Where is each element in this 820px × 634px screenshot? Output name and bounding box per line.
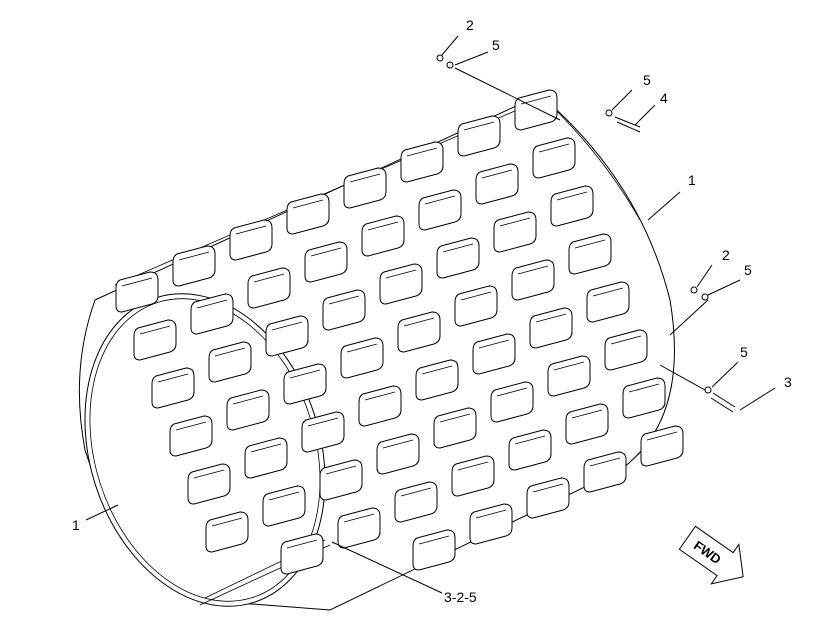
callout-5-top: 5	[492, 37, 500, 53]
tamping-pad	[247, 267, 291, 309]
callout-5-right: 5	[643, 72, 651, 88]
callout-3: 3	[784, 374, 792, 390]
tamping-pad	[454, 285, 498, 327]
tamping-pad	[415, 359, 459, 401]
tamping-pad	[565, 403, 609, 445]
tamping-pad	[343, 167, 387, 209]
tamping-pad	[358, 385, 402, 427]
tamping-pad	[115, 271, 159, 313]
tamping-pad	[280, 533, 324, 575]
tamping-pad	[397, 311, 441, 353]
tamping-pad	[322, 289, 366, 331]
bolt-low	[704, 386, 736, 413]
tamping-pad	[304, 241, 348, 283]
tamping-pad	[394, 481, 438, 523]
tamping-pad	[586, 281, 630, 323]
tamping-pad	[169, 415, 213, 457]
tamping-pad	[205, 511, 249, 553]
callout-5-low: 5	[740, 344, 748, 360]
tamping-pad	[301, 411, 345, 453]
callout-4: 4	[660, 90, 668, 106]
callout-3-2-5: 3-2-5	[444, 589, 477, 605]
tamping-pad	[151, 367, 195, 409]
tamping-pad	[433, 407, 477, 449]
tamping-pad	[340, 337, 384, 379]
fwd-arrow-icon: FWD	[678, 525, 744, 585]
tamping-pad	[493, 211, 537, 253]
tamping-pads	[115, 89, 684, 575]
drum-end-opening	[84, 293, 331, 607]
tamping-pad	[400, 141, 444, 183]
tamping-pad	[337, 507, 381, 549]
callout-1-left: 1	[72, 517, 80, 533]
tamping-pad	[529, 307, 573, 349]
tamping-pad	[475, 163, 519, 205]
tamping-pad	[283, 363, 327, 405]
tamping-pad	[376, 433, 420, 475]
tamping-pad	[451, 455, 495, 497]
bolt-top	[436, 54, 641, 133]
tamping-pad	[508, 429, 552, 471]
tamping-pad	[172, 245, 216, 287]
tamping-pad	[208, 341, 252, 383]
tamping-pad	[229, 219, 273, 261]
leader-lines	[85, 35, 776, 594]
tamping-pad	[244, 437, 288, 479]
tamping-pad	[361, 215, 405, 257]
tamping-pad	[622, 377, 666, 419]
tamping-pad	[583, 451, 627, 493]
callout-5-mid: 5	[744, 262, 752, 278]
tamping-pad	[133, 319, 177, 361]
callout-2-top: 2	[466, 17, 474, 33]
tamping-pad	[418, 189, 462, 231]
tamping-pad	[604, 329, 648, 371]
tamping-pad	[640, 425, 684, 467]
tamping-pad	[532, 137, 576, 179]
bolt-mid	[690, 286, 709, 301]
tamping-pad	[472, 333, 516, 375]
tamping-pad	[319, 459, 363, 501]
tamping-pad	[550, 185, 594, 227]
tamping-pad	[262, 485, 306, 527]
tamping-pad	[469, 503, 513, 545]
tamping-pad	[190, 293, 234, 335]
tamping-pad	[226, 389, 270, 431]
tamping-pad	[490, 381, 534, 423]
tamping-pad	[265, 315, 309, 357]
callouts: 2 5 5 4 1 2 5 5 3 1 3-2-5	[72, 17, 792, 605]
tamping-pad	[547, 355, 591, 397]
tamping-pad	[436, 237, 480, 279]
tamping-pad	[286, 193, 330, 235]
tamping-pad	[412, 529, 456, 571]
tamping-pad	[187, 463, 231, 505]
callout-1-right: 1	[688, 172, 696, 188]
tamping-pad	[526, 477, 570, 519]
tamping-pad	[568, 233, 612, 275]
callout-2-mid: 2	[722, 247, 730, 263]
tamping-pad	[457, 115, 501, 157]
tamping-pad	[511, 259, 555, 301]
tamping-pad	[379, 263, 423, 305]
